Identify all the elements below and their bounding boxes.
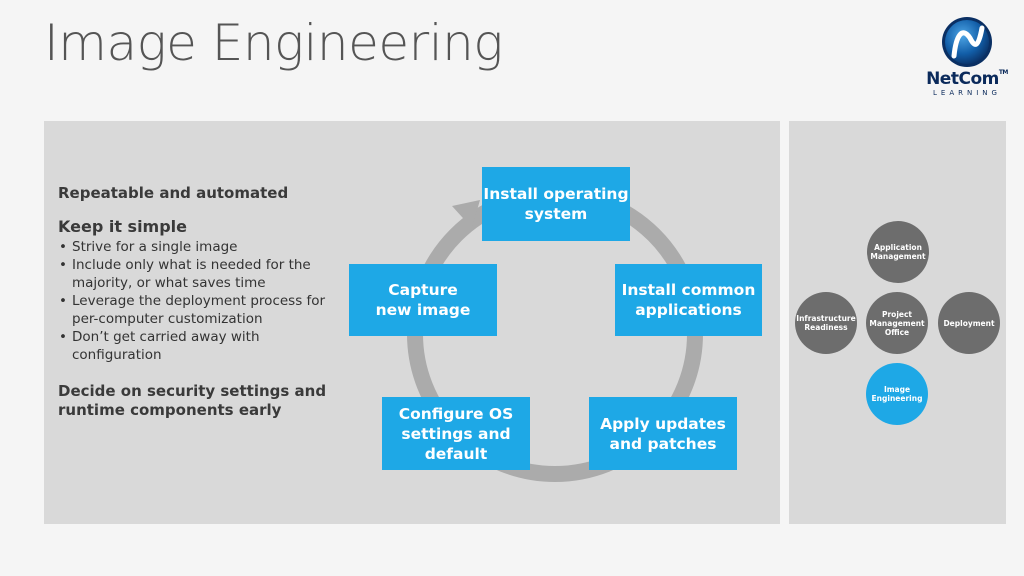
heading-repeatable: Repeatable and automated [58, 184, 289, 202]
step-capture-image: Capture new image [349, 264, 497, 336]
node-project-management-office: Project Management Office [866, 292, 928, 354]
slide-title: Image Engineering [44, 14, 503, 72]
step-install-apps: Install common applications [615, 264, 762, 336]
list-item: Include only what is needed for the majo… [58, 256, 348, 292]
netcom-logo: NetComTM LEARNING [924, 16, 1010, 100]
node-image-engineering: Image Engineering [866, 363, 928, 425]
node-deployment: Deployment [938, 292, 1000, 354]
logo-wordmark: NetComTM [926, 69, 1008, 89]
left-text-block: Repeatable and automated Keep it simple … [58, 184, 348, 420]
step-configure-os: Configure OS settings and default [382, 397, 530, 470]
bullet-list: Strive for a single image Include only w… [58, 238, 348, 364]
list-item: Strive for a single image [58, 238, 348, 256]
heading-keep-simple: Keep it simple [58, 217, 188, 236]
node-infrastructure-readiness: Infrastructure Readiness [795, 292, 857, 354]
step-apply-updates: Apply updates and patches [589, 397, 737, 470]
logo-tagline: LEARNING [933, 89, 1001, 97]
list-item: Leverage the deployment process for per-… [58, 292, 348, 328]
list-item: Don’t get carried away with configuratio… [58, 328, 348, 364]
node-application-management: Application Management [867, 221, 929, 283]
step-install-os: Install operating system [482, 167, 630, 241]
cycle-arrowhead-icon [452, 200, 480, 228]
netcom-globe-icon [942, 17, 992, 67]
